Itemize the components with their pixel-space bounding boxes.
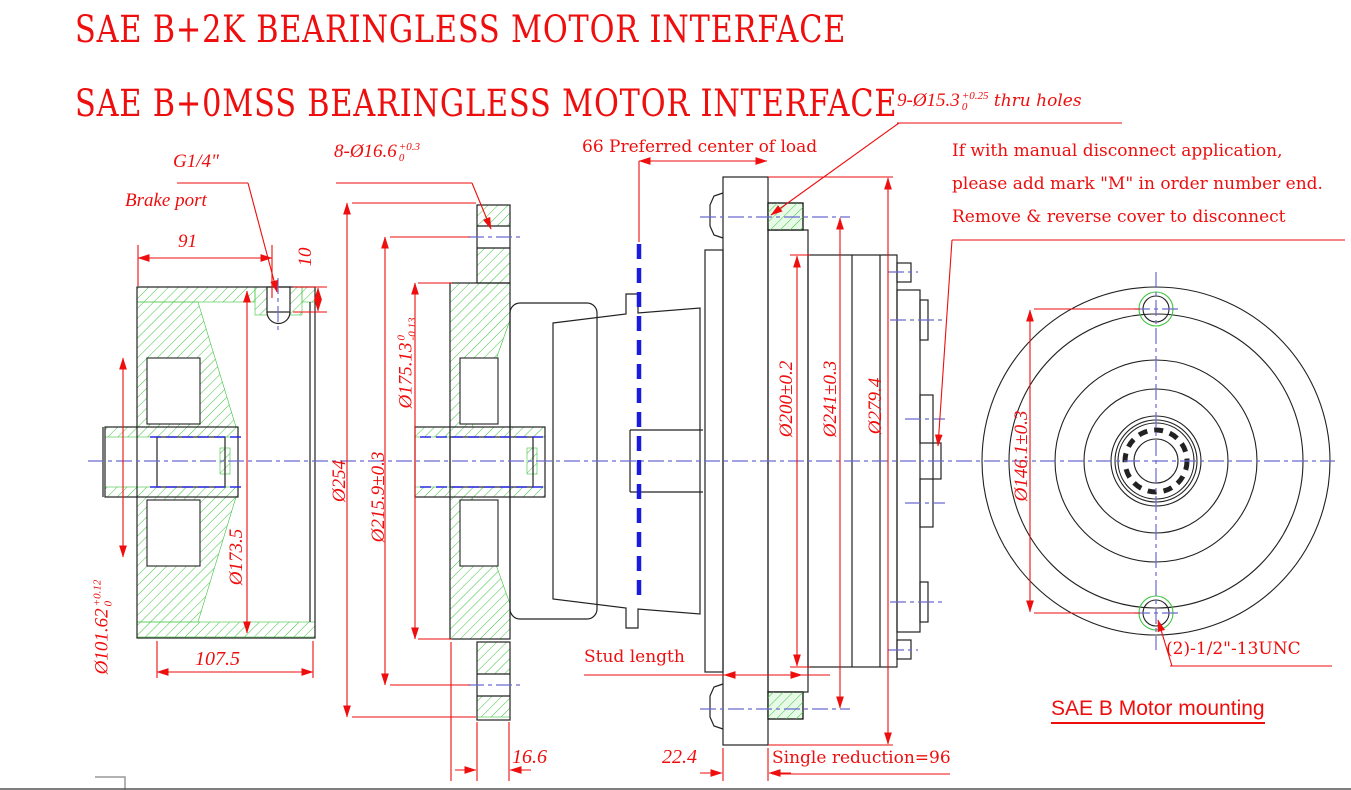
note-line-1: If with manual disconnect application, xyxy=(952,141,1283,161)
dim-16-6: 16.6 xyxy=(512,746,547,768)
bore-pockets xyxy=(146,357,499,567)
label-single-reduction: Single reduction=96 xyxy=(772,748,951,768)
dim-101-62-value: Ø101.62 xyxy=(91,608,113,675)
holes8-tol-top: +0.3 xyxy=(398,140,420,153)
dim-101-62-tol-top: +0.12 xyxy=(91,579,104,607)
note-line-3: Remove & reverse cover to disconnect xyxy=(952,207,1286,227)
dim-107-5: 107.5 xyxy=(195,648,240,670)
label-brake-port: Brake port xyxy=(125,190,207,211)
dim-175-13-tol-top: 0 xyxy=(395,334,408,341)
title-line-2: SAE B+0MSS BEARINGLESS MOTOR INTERFACE xyxy=(75,82,898,125)
dim-200: Ø200±0.2 xyxy=(776,360,797,438)
label-unc-thread: (2)-1/2"-13UNC xyxy=(1166,639,1301,659)
thru-holes-value: 9-Ø15.3 xyxy=(897,90,960,111)
dim-279-4: Ø279.4 xyxy=(865,377,886,435)
dim-146-1: Ø146.1±0.3 xyxy=(1011,410,1032,502)
center-lines xyxy=(88,216,1335,710)
holes8-tol-bot: 0 xyxy=(398,151,405,164)
dim-101-62-tol-bot: 0 xyxy=(102,600,115,607)
dim-215-9: Ø215.9±0.3 xyxy=(368,451,389,543)
dim-173-5: Ø173.5 xyxy=(226,528,247,586)
dim-91: 91 xyxy=(178,231,197,252)
drawing-frame xyxy=(0,776,1351,790)
dim-10: 10 xyxy=(295,247,316,267)
spline-pitch-lines xyxy=(150,436,548,488)
dim-175-13-tol-bot: -0.13 xyxy=(406,317,419,341)
label-g14: G1/4" xyxy=(173,151,219,172)
dim-254: Ø254 xyxy=(329,459,350,503)
label-sae-b-mounting: SAE B Motor mounting xyxy=(1051,697,1265,724)
dim-22-4: 22.4 xyxy=(662,746,697,768)
dimension-lines xyxy=(119,122,1345,781)
note-line-2: please add mark "M" in order number end. xyxy=(952,174,1323,194)
label-center-of-load: 66 Preferred center of load xyxy=(582,137,818,157)
label-stud-length: Stud length xyxy=(584,647,685,667)
thru-holes-suffix: thru holes xyxy=(988,91,1082,111)
thru-holes-tol-top: +0.25 xyxy=(961,89,989,102)
holes8-value: 8-Ø16.6 xyxy=(334,141,397,162)
thru-holes-tol-bot: 0 xyxy=(961,100,968,113)
dim-241: Ø241±0.3 xyxy=(820,360,841,438)
title-line-1: SAE B+2K BEARINGLESS MOTOR INTERFACE xyxy=(75,8,847,51)
dim-175-13-value: Ø175.13 xyxy=(395,342,417,409)
